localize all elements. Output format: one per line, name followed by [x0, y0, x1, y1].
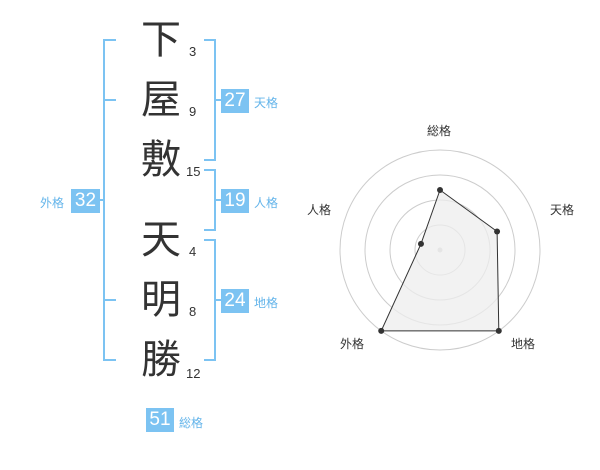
radar-point — [495, 327, 502, 334]
radar-axis-label: 地格 — [511, 337, 536, 351]
radar-axis-label: 人格 — [307, 203, 332, 217]
gaikaku-label: 外格 — [40, 196, 65, 210]
name-char: 屋 — [141, 77, 181, 123]
jinkaku-label: 人格 — [254, 196, 279, 210]
chikaku-label: 地格 — [254, 296, 279, 310]
radar-axis-label: 外格 — [340, 337, 365, 351]
soukaku-badge: 51 — [146, 408, 174, 432]
radar-axis-label: 天格 — [550, 203, 575, 217]
soukaku-label: 総格 — [179, 416, 204, 430]
stroke-count: 12 — [186, 366, 201, 381]
tenkaku-label: 天格 — [254, 96, 279, 110]
radar-point — [378, 327, 385, 334]
stroke-count: 15 — [186, 164, 201, 179]
radar-point — [494, 228, 501, 235]
name-char: 敷 — [141, 137, 181, 183]
radar-point — [417, 240, 424, 247]
name-char: 明 — [141, 277, 181, 323]
radar-point — [437, 187, 443, 193]
stroke-count: 4 — [189, 244, 197, 259]
radar-axis-label: 総格 — [427, 124, 452, 138]
name-char: 勝 — [141, 337, 181, 383]
jinkaku-badge: 19 — [221, 189, 249, 213]
radar-polygon — [380, 189, 500, 332]
name-char: 天 — [141, 217, 181, 263]
name-char: 下 — [141, 17, 181, 63]
tenkaku-badge: 27 — [221, 89, 249, 113]
stroke-count: 3 — [189, 44, 197, 59]
radar-grid-ring — [339, 149, 541, 351]
stroke-count: 9 — [189, 104, 197, 119]
gaikaku-badge: 32 — [71, 189, 100, 213]
stroke-count: 8 — [189, 304, 197, 319]
chikaku-badge: 24 — [221, 289, 249, 313]
